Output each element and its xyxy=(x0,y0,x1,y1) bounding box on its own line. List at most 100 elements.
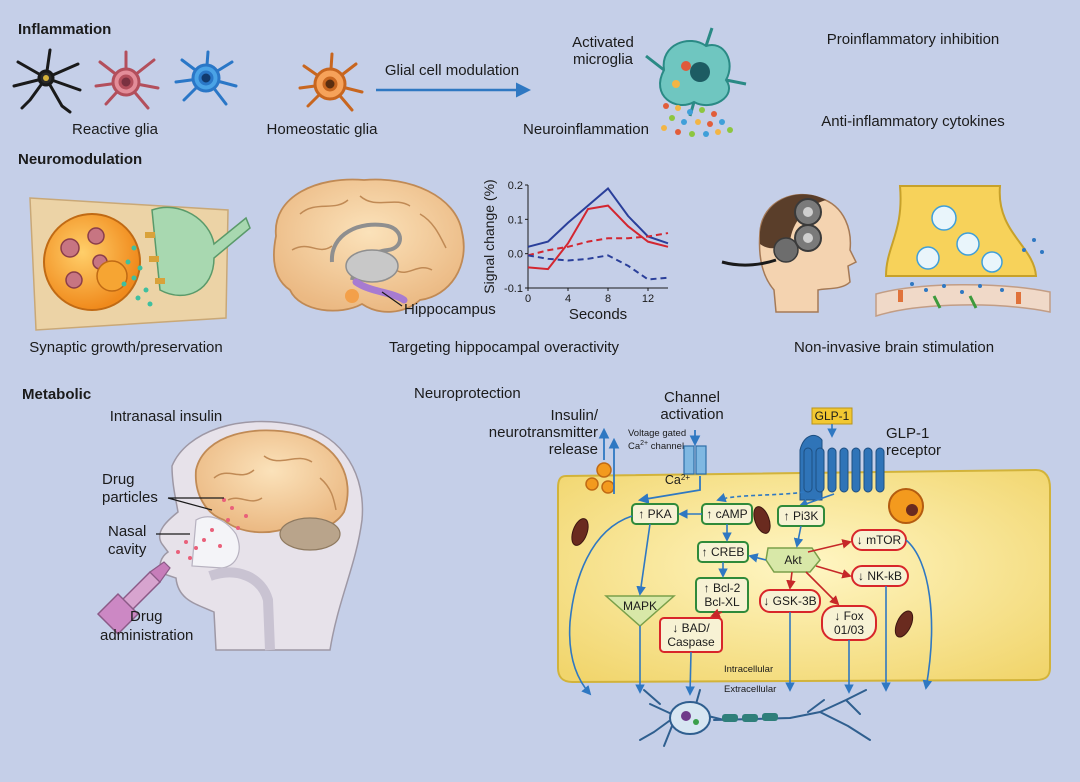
glp1-ligand-label: GLP-1 xyxy=(815,409,850,423)
channel-activation-label-2: activation xyxy=(660,406,723,423)
insulin-release-label-2: neurotransmitter xyxy=(489,424,598,441)
neuroinflammation-label: Neuroinflammation xyxy=(523,121,649,138)
svg-text:↑ PKA: ↑ PKA xyxy=(638,507,671,521)
svg-text:Akt: Akt xyxy=(784,553,802,567)
pka-node: ↑ PKA xyxy=(631,503,679,525)
svg-text:01/03: 01/03 xyxy=(834,623,864,637)
nasal-cavity-label-1: Nasal xyxy=(108,523,146,540)
glial-modulation-label: Glial cell modulation xyxy=(385,62,519,79)
lysosome xyxy=(888,488,924,524)
homeostatic-glia-cell xyxy=(298,52,364,112)
synapse-illustration xyxy=(29,197,251,331)
vgcc-label-1: Voltage gated xyxy=(628,428,686,439)
neuroinflammation-particles xyxy=(661,103,733,137)
section-title-inflammation: Inflammation xyxy=(18,21,111,38)
proinflammatory-label: Proinflammatory inhibition xyxy=(827,31,1000,48)
svg-text:Caspase: Caspase xyxy=(667,635,715,649)
extracellular-label: Extracellular xyxy=(724,684,776,695)
svg-text:↓ NK-kB: ↓ NK-kB xyxy=(858,569,902,583)
chart-x-axis-label: Seconds xyxy=(569,306,627,323)
reactive-glia-black xyxy=(12,48,82,114)
chart-series-line-3 xyxy=(527,232,669,257)
section-title-neuromodulation: Neuromodulation xyxy=(18,151,142,168)
insulin-release-label-1: Insulin/ xyxy=(550,407,598,424)
stimulation-synapse-illustration xyxy=(875,185,1051,318)
insulin-release-label-3: release xyxy=(549,441,598,458)
noninvasive-stimulation-label: Non-invasive brain stimulation xyxy=(794,339,994,356)
homeostatic-glia-label: Homeostatic glia xyxy=(267,121,379,138)
nfkb-node: ↓ NK-kB xyxy=(851,565,909,587)
svg-text:↑ Pi3K: ↑ Pi3K xyxy=(784,509,819,523)
pathway-arrows-red xyxy=(710,539,852,618)
svg-text:↑ CREB: ↑ CREB xyxy=(702,545,745,559)
drug-administration-label-2: administration xyxy=(100,627,193,644)
brain-hippocampus-illustration xyxy=(272,178,465,313)
svg-text:↓ Fox: ↓ Fox xyxy=(834,609,863,623)
mtor-node: ↓ mTOR xyxy=(851,529,907,551)
section-title-metabolic: Metabolic xyxy=(22,386,91,403)
chart-series-line-1 xyxy=(527,186,669,248)
reactive-glia-label: Reactive glia xyxy=(72,121,159,138)
chart-y-tick-label: -0.1 xyxy=(504,283,523,295)
pathway-arrows-blue xyxy=(568,509,933,696)
chart-x-tick-label: 12 xyxy=(642,293,654,305)
channel-activation-label-1: Channel xyxy=(664,389,720,406)
glp1-receptor xyxy=(799,434,885,501)
chart-y-tick-label: 0.1 xyxy=(508,214,523,226)
svg-text:↓ GSK-3B: ↓ GSK-3B xyxy=(763,594,816,608)
myelin-sheath xyxy=(722,713,778,722)
activated-microglia-cell xyxy=(645,27,747,117)
chart-y-axis-label: Signal change (%) xyxy=(481,179,497,293)
targeting-hippocampal-label: Targeting hippocampal overactivity xyxy=(389,339,620,356)
bcl2-node: ↑ Bcl-2 Bcl-XL xyxy=(695,577,749,613)
synaptic-growth-label: Synaptic growth/preservation xyxy=(29,339,222,356)
mitochondria xyxy=(571,506,914,638)
chart-series-line-4 xyxy=(527,254,669,281)
reactive-glia-blue xyxy=(174,50,238,106)
pi3k-node: ↑ Pi3K xyxy=(777,505,825,527)
svg-text:↓ mTOR: ↓ mTOR xyxy=(857,533,902,547)
nasal-spray-device xyxy=(96,561,171,636)
cell-body xyxy=(557,468,1051,684)
brain-stimulation-head-illustration xyxy=(721,193,858,313)
neuron-organelle xyxy=(693,719,699,725)
vgcc-label-2: Ca2+ channel xyxy=(628,440,684,452)
chart-y-tick-label: 0.2 xyxy=(508,180,523,192)
glp1-receptor-label-1: GLP-1 xyxy=(886,425,929,442)
gsk3b-node: ↓ GSK-3B xyxy=(759,589,821,613)
glp1-receptor-label-2: receptor xyxy=(886,442,941,459)
calcium-label: Ca2+ xyxy=(665,473,690,487)
intracellular-label: Intracellular xyxy=(724,664,773,675)
svg-text:↓ BAD/: ↓ BAD/ xyxy=(672,621,710,635)
calcium-channel xyxy=(683,445,707,475)
chart-y-tick-label: 0.0 xyxy=(508,249,523,261)
hippocampus-label: Hippocampus xyxy=(404,301,496,318)
fox-node: ↓ Fox 01/03 xyxy=(821,605,877,641)
drug-administration-label-1: Drug xyxy=(130,608,163,625)
mapk-node: MAPK xyxy=(604,595,676,628)
svg-text:↑ Bcl-2: ↑ Bcl-2 xyxy=(704,581,741,595)
hippocampus-pointer xyxy=(381,291,403,307)
drug-particles-label-2: particles xyxy=(102,489,158,506)
chart-x-tick-label: 4 xyxy=(565,293,571,305)
bad-caspase-node: ↓ BAD/ Caspase xyxy=(659,617,723,653)
reactive-glia-pink xyxy=(94,50,160,110)
neuron-nucleus xyxy=(681,711,691,721)
nasal-cavity-label-2: cavity xyxy=(108,541,147,558)
drug-particles xyxy=(176,498,248,560)
svg-text:Bcl-XL: Bcl-XL xyxy=(704,595,740,609)
svg-text:MAPK: MAPK xyxy=(623,599,657,613)
creb-node: ↑ CREB xyxy=(697,541,749,563)
drug-particles-pointer xyxy=(167,497,224,511)
neuroprotection-label: Neuroprotection xyxy=(414,385,521,402)
chart-x-tick-label: 0 xyxy=(525,293,531,305)
chart-series-line-2 xyxy=(527,204,669,271)
nasal-head-illustration xyxy=(158,420,364,651)
activated-microglia-label-2: microglia xyxy=(573,51,634,68)
svg-text:↑ cAMP: ↑ cAMP xyxy=(706,507,747,521)
intranasal-insulin-label: Intranasal insulin xyxy=(110,408,223,425)
camp-node: ↑ cAMP xyxy=(701,503,753,525)
drug-particles-label-1: Drug xyxy=(102,471,135,488)
